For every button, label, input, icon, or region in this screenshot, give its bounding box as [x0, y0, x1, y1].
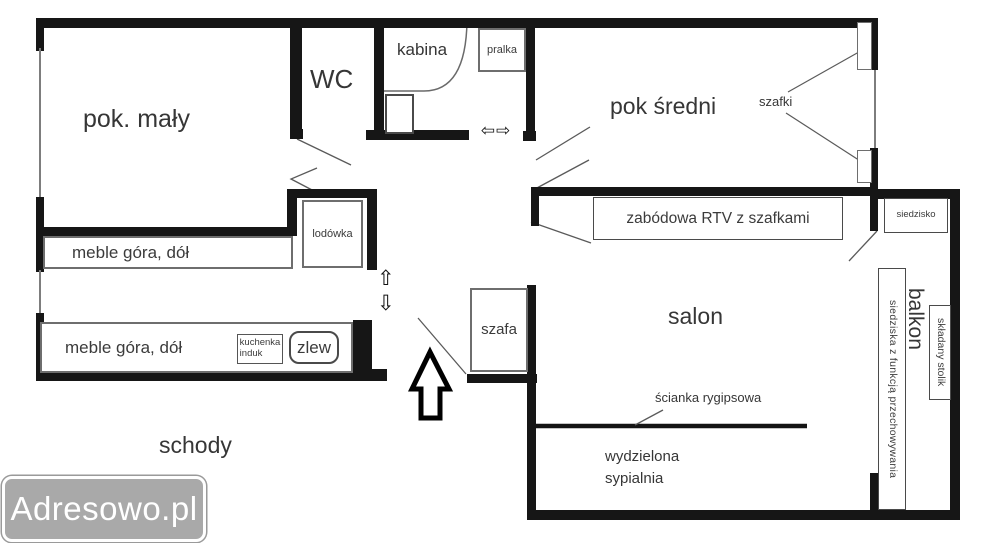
wall-right-mid [870, 148, 878, 231]
storage-bench-box: siedziska z funkcją przechowywania [878, 268, 906, 510]
watermark-badge: Adresowo.pl [2, 476, 206, 542]
shower-cabin-curve [384, 20, 468, 92]
folding-table-box: składany stolik [929, 305, 951, 400]
fridge-box: lodówka [302, 200, 363, 268]
wall-middle-room-bottom-stub [531, 187, 539, 226]
folding-table-label: składany stolik [934, 318, 947, 387]
cabinet-box-top [857, 22, 872, 70]
szafki-pointer-line-bottom [785, 112, 869, 167]
sliding-door-arrows-icon: ⇦ ⇨ [469, 121, 523, 141]
room-label-shower-cabin: kabina [397, 40, 448, 59]
toilet-box [385, 94, 414, 134]
room-label-salon: salon [668, 303, 723, 329]
wall-wc-bottom-left-stub [290, 129, 303, 139]
wall-bath-right [526, 18, 535, 141]
room-label-small-room: pok. mały [83, 105, 190, 133]
induction-hob-box: kuchenka induk [237, 334, 283, 364]
sink-box: zlew [289, 331, 339, 364]
label-drywall-partition: ścianka rygipsowa [655, 390, 762, 405]
wall-left-window-top [39, 48, 41, 199]
small-room-door-swing-line [289, 167, 318, 192]
balcony-door-swing-line [848, 230, 878, 262]
wall-kitchen-top [36, 227, 293, 236]
entrance-arrow-icon [408, 346, 454, 421]
bedroom-label-line2: sypialnia [605, 470, 664, 487]
room-label-middle-room: pok średni [610, 93, 717, 119]
cabinet-box-bottom [857, 150, 872, 183]
washer-box: pralka [478, 28, 526, 72]
label-cabinets: szafki [759, 94, 793, 109]
wall-counter-end-block [353, 320, 372, 377]
bedroom-label-line1: wydzielona [605, 448, 680, 465]
wall-fridge-niche-top [287, 189, 377, 198]
wall-bottom [531, 510, 960, 520]
szafki-pointer-line-top [787, 47, 867, 93]
wall-salon-right-stub [870, 473, 878, 520]
wardrobe-box: szafa [470, 288, 528, 372]
wall-right-window [874, 70, 876, 150]
updown-arrows-icon: ⇧ ⇩ [377, 266, 395, 316]
room-label-wc: WC [310, 64, 354, 94]
wall-left-top-stub [36, 18, 44, 51]
room-label-balcony: balkon [904, 288, 927, 350]
entrance-door-swing-line [417, 317, 467, 375]
upper-cabinets-box: meble góra, dół [43, 236, 293, 269]
wall-top [36, 18, 877, 28]
wall-salon-left [527, 285, 536, 520]
wall-small-room-right [290, 18, 302, 130]
wall-fridge-niche-right [367, 189, 377, 270]
wall-bath-bottom [366, 130, 472, 140]
drywall-pointer-line [634, 409, 664, 426]
middle-room-door-swing-line-2 [534, 159, 590, 190]
wall-wc-right [374, 18, 384, 139]
room-label-stairs: schody [159, 432, 232, 458]
room-label-separated-bedroom: wydzielona sypialnia [605, 446, 679, 490]
arrow-down-icon: ⇩ [377, 292, 395, 315]
wall-balcony-right [950, 189, 960, 520]
wall-left-window-bottom [39, 270, 41, 315]
wall-fridge-niche-left [287, 189, 297, 236]
middle-room-door-swing-line-1 [535, 126, 591, 161]
wc-door-swing-line [296, 138, 352, 166]
watermark-text: Adresowo.pl [10, 490, 198, 527]
wall-wardrobe-stub [467, 374, 537, 383]
arrow-right-icon: ⇨ [496, 121, 512, 140]
seat-box: siedzisko [884, 198, 948, 233]
wall-right-top [868, 18, 878, 70]
storage-bench-label: siedziska z funkcją przechowywania [886, 299, 899, 479]
salon-door-swing-line [530, 221, 592, 244]
arrow-left-icon: ⇦ [480, 121, 496, 140]
wall-middle-room-bottom [531, 187, 878, 196]
arrow-up-icon: ⇧ [377, 267, 395, 290]
rtv-unit-box: zabódowa RTV z szafkami [593, 197, 843, 240]
wall-balcony-top [877, 189, 960, 199]
